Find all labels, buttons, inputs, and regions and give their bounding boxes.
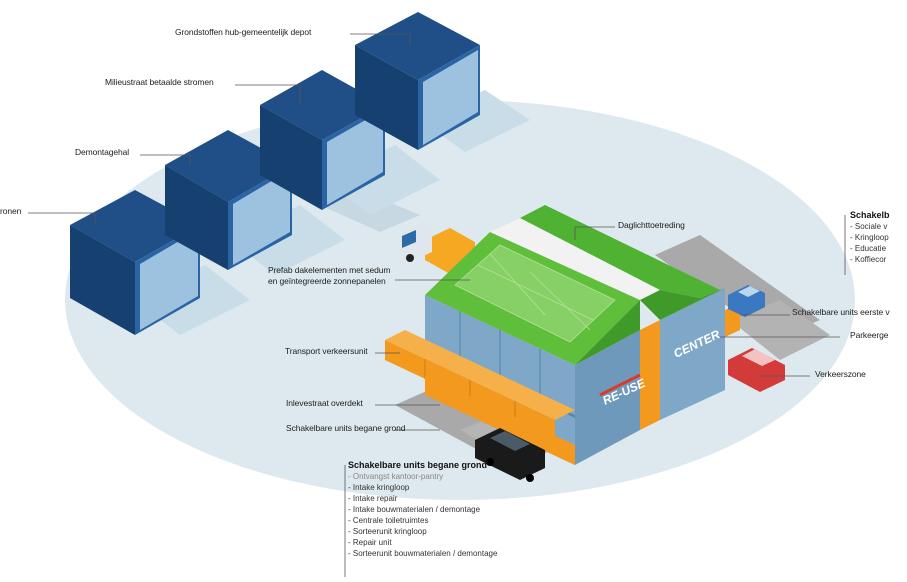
label-transport-verkeersunit: Transport verkeersunit — [285, 346, 368, 356]
label-parkeer: Parkeerge — [850, 330, 889, 340]
list-first-floor-units: Schakelb - Sociale v - Kringloop - Educa… — [850, 210, 890, 265]
leader-grondstoffen — [350, 33, 411, 45]
label-demontagehal: Demontagehal — [75, 147, 130, 157]
blue-car — [728, 285, 765, 317]
label-verkeerszone: Verkeerszone — [815, 369, 866, 379]
solar-grid-v2 — [529, 271, 591, 331]
label-prefab-dakelementen: Prefab dakelementen met sedum en geïnteg… — [268, 265, 391, 286]
black-car-window — [490, 431, 530, 451]
red-car-window — [742, 349, 775, 366]
list-item: - Koffiecor — [850, 255, 887, 264]
cube-4-shadow — [420, 90, 530, 152]
list-ground-floor-units: Schakelbare units begane grond - Ontvang… — [348, 460, 497, 559]
list-item: - Ontvangst kantoor-pantry — [348, 472, 444, 481]
list-item: - Repair unit — [348, 538, 392, 547]
cube-2-opening — [233, 170, 290, 265]
cube-3-top — [260, 70, 385, 140]
list-item: - Intake kringloop — [348, 483, 410, 492]
list-item: - Sociale v — [850, 222, 888, 231]
list-item: - Kringloop — [850, 233, 889, 242]
black-car-wheel-1 — [486, 458, 494, 466]
label-milieustraat: Milieustraat betaalde stromen — [105, 77, 214, 87]
daylight-skylight — [490, 218, 660, 300]
label-grondstoffen-hub: Grondstoffen hub-gemeentelijk depot — [175, 27, 312, 37]
label-left-cut: ronen — [0, 206, 22, 216]
red-car — [728, 348, 785, 392]
label-schakelbare-begane-grond: Schakelbare units begane grond — [286, 423, 406, 433]
list-item: - Sorteerunit bouwmaterialen / demontage — [348, 549, 498, 558]
black-car — [475, 428, 545, 482]
label-inlevestraat: Inlevestraat overdekt — [286, 398, 363, 408]
cube-grondstoffen-hub — [355, 12, 530, 152]
courtyard-orange — [640, 320, 660, 430]
facade-end-center — [660, 288, 725, 420]
black-car-wheel-2 — [526, 474, 534, 482]
list-item: - Educatie — [850, 244, 887, 253]
roof-right-edge — [640, 288, 725, 320]
solar-grid-h — [477, 264, 594, 321]
truck-wheel — [406, 254, 414, 262]
truck-window — [402, 230, 416, 248]
list-item: - Sorteerunit kringloop — [348, 527, 427, 536]
blue-car-window — [738, 286, 760, 297]
transport-unit-top — [385, 330, 575, 420]
ground-units-orange — [425, 375, 575, 465]
reuse-center-building — [385, 205, 740, 465]
list-item: - Intake bouwmaterialen / demontage — [348, 505, 481, 514]
cube-4-opening — [423, 50, 478, 145]
label-daglichttoetreding: Daglichttoetreding — [618, 220, 685, 230]
solar-grid-v1 — [489, 253, 546, 316]
cube-3-shadow — [325, 145, 440, 215]
list-item: - Intake repair — [348, 494, 398, 503]
cube-4-top — [355, 12, 480, 80]
red-accent-line — [599, 373, 641, 397]
leader-lines — [28, 33, 846, 577]
list-ground-floor-title: Schakelbare units begane grond — [348, 460, 488, 470]
list-first-floor-title: Schakelb — [850, 210, 890, 220]
facade-end-reuse — [575, 330, 640, 465]
leader-ronen — [28, 212, 96, 225]
roof-left-edge — [575, 300, 640, 365]
cube-4-left — [355, 45, 418, 150]
leader-daglicht — [574, 226, 615, 240]
roof-right — [520, 205, 720, 298]
cube-milieustraat — [260, 70, 440, 215]
solar-panels — [454, 244, 616, 343]
cube-1-opening — [140, 230, 198, 330]
black-car-body — [475, 428, 545, 480]
cube-2-shadow — [230, 205, 345, 275]
list-item: - Centrale toiletruimtes — [348, 516, 429, 525]
cube-2-left — [165, 165, 228, 270]
label-schakelbare-eerste: Schakelbare units eerste v — [792, 307, 890, 317]
cube-3-opening — [327, 110, 383, 205]
cube-3-left — [260, 105, 322, 210]
leader-demontagehal — [140, 154, 191, 165]
cube-1-left — [70, 225, 135, 335]
leader-milieustraat — [235, 84, 301, 105]
